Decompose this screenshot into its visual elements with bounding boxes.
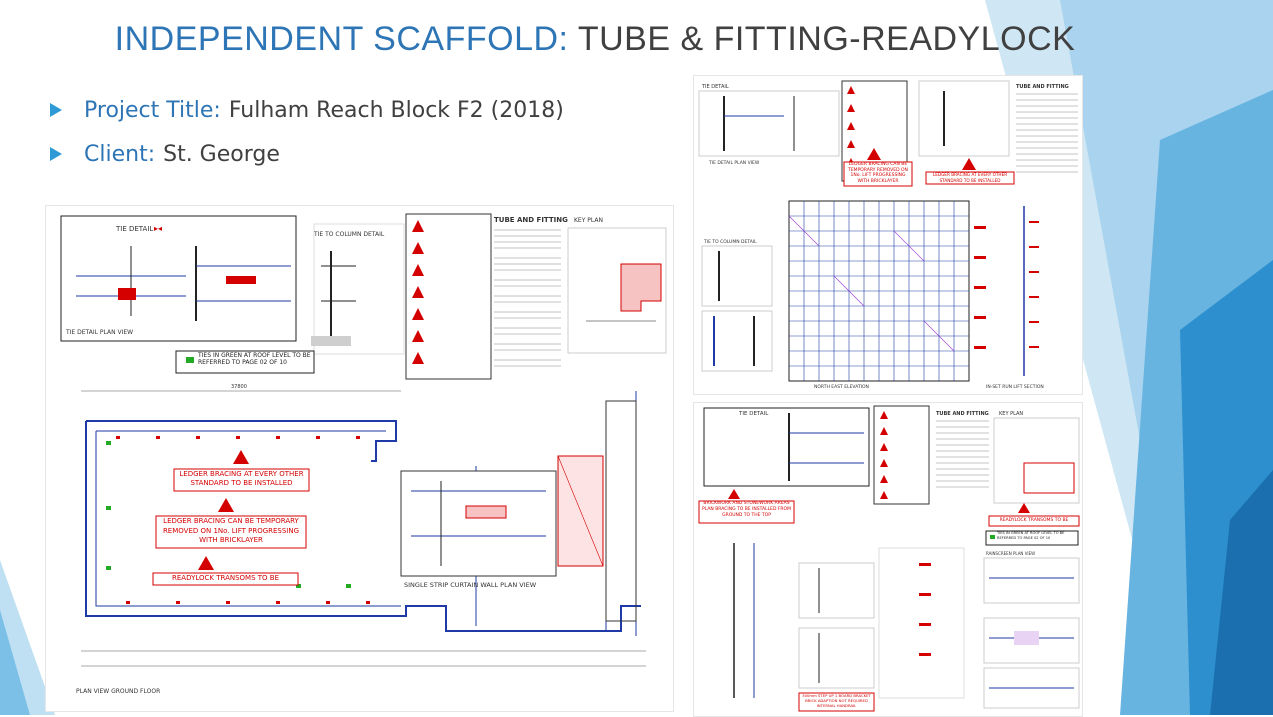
svg-text:▸◂: ▸◂: [154, 224, 162, 233]
tie-plan-label: TIE DETAIL PLAN VIEW: [708, 160, 760, 166]
inset-run-label: IN-SET RUN LIFT SECTION: [986, 384, 1044, 390]
warning-symbol-table: [405, 213, 492, 380]
curtain-wall-label: SINGLE STRIP CURTAIN WALL PLAN VIEW: [404, 581, 537, 589]
dimension-top: 37800: [231, 384, 247, 390]
note-brickwork: BRICKWORK AND STONEWORK AREAS PLAN BRACI…: [702, 501, 791, 518]
elevation-label: NORTH EAST ELEVATION: [814, 384, 869, 390]
note-step-up: 300mm STEP UP 1 BOARD BRACKET BRICK ADAP…: [802, 693, 871, 708]
page-title: INDEPENDENT SCAFFOLD: TUBE & FITTING-REA…: [0, 20, 1190, 59]
note-readylock: READYLOCK TRANSOMS TO BE INSTALLED: [999, 518, 1069, 523]
note-ledger-temp: LEDGER BRACING CAN BE TEMPORARY REMOVED …: [162, 517, 300, 544]
key-plan-label: KEY PLAN: [574, 217, 603, 224]
drawing-elevation: TIE DETAIL TIE DETAIL PLAN VIEW TUBE AND…: [693, 75, 1083, 395]
rainscreen-label: RAINSCREEN PLAN VIEW: [986, 551, 1035, 556]
tie-detail-label: TIE DETAIL: [701, 84, 729, 90]
tube-fitting-label: TUBE AND FITTING: [494, 216, 568, 224]
bullet-arrow-icon: [50, 103, 62, 117]
note-ledger-temp: LEDGER BRACING CAN BE TEMPORARY REMOVED …: [848, 162, 908, 184]
bullet-value: Fulham Reach Block F2 (2018): [228, 97, 564, 123]
drawing-sections: TIE DETAIL TUBE AND FITTING KEY PLAN BRI…: [693, 402, 1083, 717]
plan-view-label: PLAN VIEW GROUND FLOOR: [76, 688, 160, 695]
bullet-label: Client:: [84, 141, 156, 167]
bullet-label: Project Title:: [84, 97, 221, 123]
tube-fitting-label: TUBE AND FITTING: [936, 411, 989, 417]
bullet-client: Client: St. George: [50, 140, 564, 168]
tube-fitting-label: TUBE AND FITTING: [1016, 84, 1069, 90]
drawing-plan-ground-floor: TIE DETAIL ▸◂ TIE DETAIL PLAN VIEW TIE T…: [45, 205, 674, 712]
tie-column-label: TIE TO COLUMN DETAIL: [313, 231, 385, 238]
tie-detail-label: TIE DETAIL: [115, 225, 153, 233]
elevation-grid: [788, 200, 986, 382]
ties-green-note: TIES IN GREEN AT ROOF LEVEL TO BE REFERR…: [997, 531, 1065, 540]
title-part2: TUBE & FITTING-READYLOCK: [577, 20, 1076, 58]
bullet-arrow-icon: [50, 147, 62, 161]
ties-green-note: TIES IN GREEN AT ROOF LEVEL TO BE REFERR…: [198, 352, 311, 366]
tie-column-label: TIE TO COLUMN DETAIL: [703, 239, 757, 245]
note-readylock: READYLOCK TRANSOMS TO BE INSTALLED: [172, 574, 279, 582]
bullet-project-title: Project Title: Fulham Reach Block F2 (20…: [50, 96, 564, 124]
bullet-value: St. George: [163, 141, 280, 167]
note-ledger-other: LEDGER BRACING AT EVERY OTHER STANDARD T…: [179, 470, 304, 487]
bullet-list: Project Title: Fulham Reach Block F2 (20…: [50, 96, 564, 184]
key-plan-label: KEY PLAN: [999, 411, 1023, 417]
tie-plan-label: TIE DETAIL PLAN VIEW: [65, 329, 133, 336]
note-ledger-other: LEDGER BRACING AT EVERY OTHER STANDARD T…: [932, 172, 1008, 183]
tie-detail-label: TIE DETAIL: [738, 411, 769, 417]
title-part1: INDEPENDENT SCAFFOLD:: [114, 20, 569, 58]
